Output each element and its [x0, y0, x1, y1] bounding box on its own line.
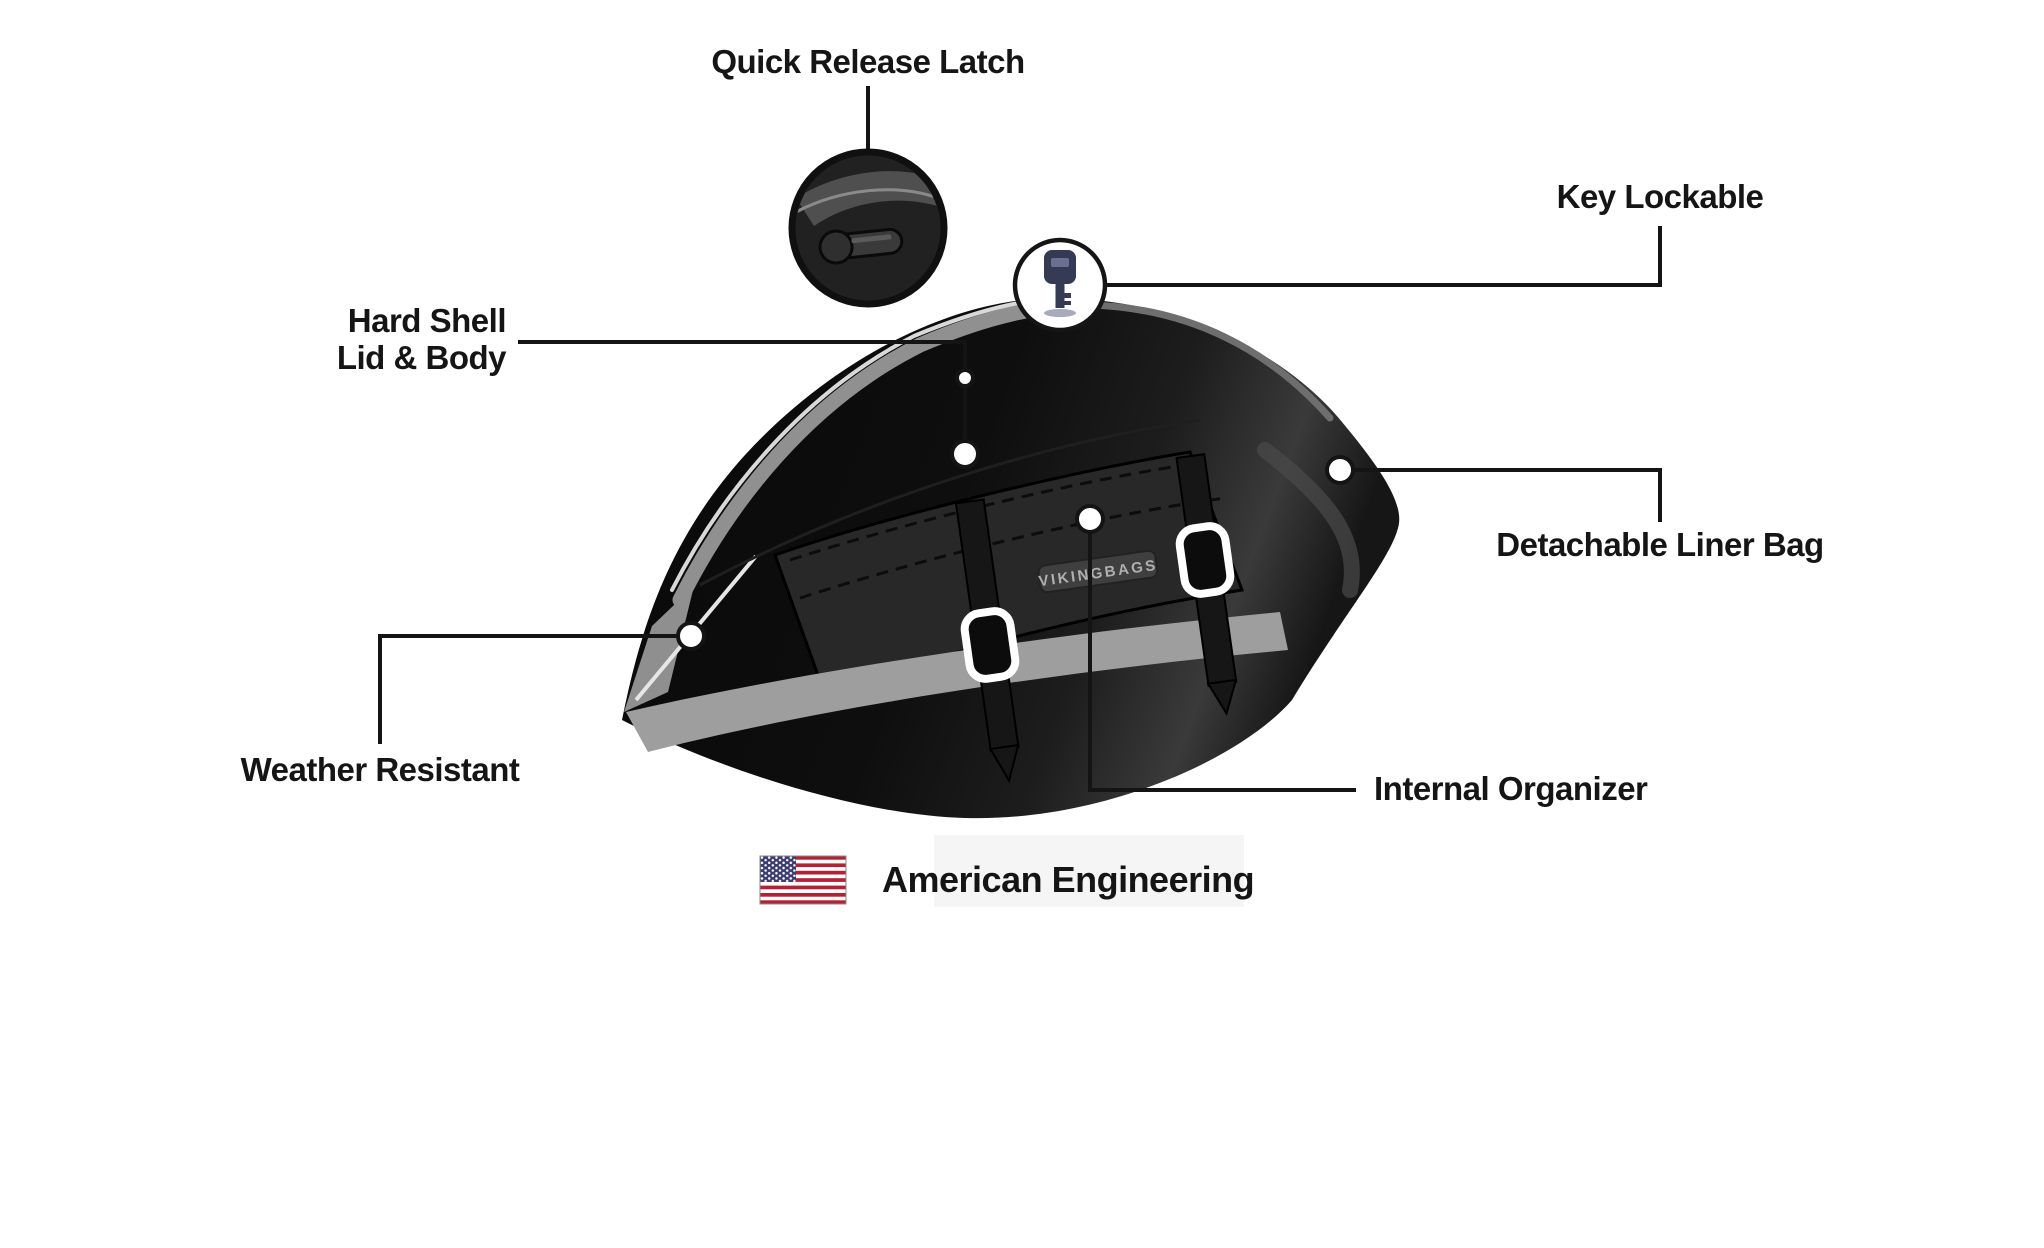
flag-stripes [760, 856, 846, 904]
callout-dot [955, 368, 975, 388]
quick-release-latch-inset [788, 148, 948, 308]
key-badge [1012, 237, 1108, 333]
hard-shell-label-line1: Hard Shell [347, 302, 507, 339]
lid-accent-right [1086, 301, 1334, 422]
callout-lines [378, 86, 1662, 792]
callout-dot [1325, 455, 1355, 485]
inset-lid-edge [796, 171, 940, 226]
key-base [1044, 309, 1076, 317]
bag-right-highlight [1257, 442, 1360, 598]
key-lockable-label: Key Lockable [1556, 178, 1764, 215]
saddlebag-illustration: VIKINGBAGS [622, 294, 1400, 819]
us-flag-icon [759, 855, 847, 905]
strap-left [954, 498, 1020, 784]
key-tooth [1064, 293, 1071, 298]
weather-resistant-label: Weather Resistant [240, 751, 520, 788]
connector-internal-organizer [1088, 532, 1356, 792]
lid-seam [699, 418, 1201, 587]
strap-right [1175, 452, 1238, 716]
latch-lever-icon [818, 227, 904, 265]
callout-dots [676, 368, 1355, 651]
latch-pivot [818, 229, 854, 265]
hard-shell-label: Hard Shell Lid & Body [336, 302, 507, 377]
callout-dot [950, 439, 980, 469]
callout-dot [1075, 504, 1105, 534]
internal-organizer-label: Internal Organizer [1374, 770, 1648, 807]
hard-shell-label-line2: Lid & Body [336, 338, 507, 376]
connector-detachable-liner [1352, 468, 1662, 522]
flag-border [759, 855, 847, 905]
flag-stars [760, 856, 796, 882]
detachable-liner-bag-label: Detachable Liner Bag [1496, 526, 1824, 563]
key-icon [1044, 250, 1076, 317]
latch-highlight [851, 234, 892, 244]
key-shaft [1055, 284, 1065, 308]
connector-hard-shell [518, 340, 967, 441]
bag-reflection [934, 835, 1244, 907]
inset-lid-line [796, 188, 939, 214]
strap-left-tip [988, 743, 1020, 784]
bag-sheen-wedge [624, 586, 694, 712]
key-head-button [1051, 258, 1069, 267]
buckle-icon [1175, 522, 1235, 598]
buckle-icon [960, 607, 1020, 683]
panel-stitch-mid [799, 496, 1226, 600]
american-engineering-label: American Engineering [882, 859, 1255, 900]
brand-plate-bg [1037, 549, 1159, 594]
panel-stitch-top [789, 460, 1206, 562]
quick-release-latch-label: Quick Release Latch [711, 43, 1025, 80]
connector-key-lockable [1104, 226, 1662, 287]
key-tooth [1064, 301, 1071, 305]
lower-gray-band [626, 612, 1288, 752]
callout-dot [676, 621, 706, 651]
inset-content [796, 171, 940, 265]
connector-weather-resistant [378, 634, 678, 744]
strap-right-tip [1206, 678, 1238, 716]
